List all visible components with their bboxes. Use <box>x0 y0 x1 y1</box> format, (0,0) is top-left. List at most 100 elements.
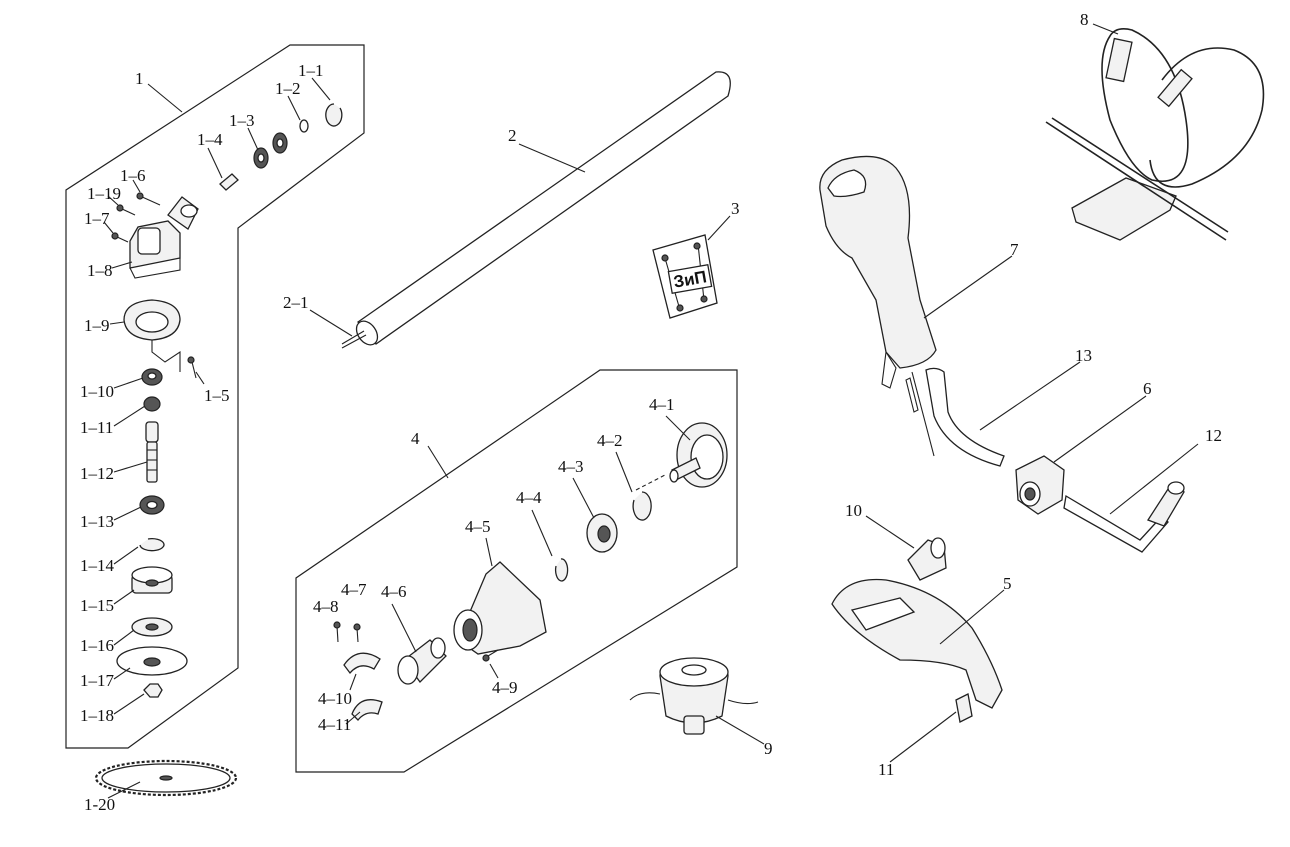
circlip-4-4 <box>554 558 569 582</box>
gearbox-group-outline <box>65 44 365 749</box>
clamp-4-10 <box>343 652 381 675</box>
throttle-cable <box>911 371 935 457</box>
leader-4-6 <box>391 603 417 653</box>
callout-labels: 1 1–1 1–2 1–3 1–4 1–6 1–19 1–7 1–8 1–9 1… <box>80 10 1222 814</box>
screw-4-7-head <box>353 623 361 631</box>
leader-8 <box>1092 23 1119 35</box>
label-4-5: 4–5 <box>465 517 491 536</box>
leader-5 <box>939 589 1005 645</box>
label-1-8: 1–8 <box>87 261 113 280</box>
clutch-axis-line <box>635 474 666 491</box>
saw-blade-1-20 <box>94 759 238 797</box>
leader-1-6 <box>132 179 141 193</box>
leader-1-2 <box>287 95 301 121</box>
adapter-tube-4-6 <box>397 637 447 685</box>
leader-4-1 <box>665 415 691 441</box>
screw-1-6 <box>139 195 161 206</box>
bearing-1-3b-inner <box>257 153 265 163</box>
label-11: 11 <box>878 760 894 779</box>
clutch-assembly-group <box>295 369 738 773</box>
circlip-4-2 <box>632 491 652 521</box>
leader-4-5 <box>485 537 493 567</box>
handle-bar-12 <box>1063 443 1199 553</box>
label-4: 4 <box>411 429 420 448</box>
label-4-9: 4–9 <box>492 678 518 697</box>
bearing-1-3a-inner <box>276 138 284 148</box>
label-2: 2 <box>508 126 517 145</box>
circlip-1-14 <box>139 538 165 552</box>
screw-1-5 <box>191 361 197 379</box>
leader-2 <box>518 143 586 173</box>
leader-1-8 <box>111 261 133 269</box>
leader-12 <box>1109 443 1199 515</box>
label-2-1: 2–1 <box>283 293 309 312</box>
label-1-18: 1–18 <box>80 706 114 725</box>
label-10: 10 <box>845 501 862 520</box>
label-1-9: 1–9 <box>84 316 110 335</box>
label-4-11: 4–11 <box>318 715 351 734</box>
handle-clamp-6 <box>1015 395 1147 515</box>
ring-1-2 <box>299 119 309 133</box>
label-12: 12 <box>1205 426 1222 445</box>
label-9: 9 <box>764 739 773 758</box>
leader-1-7 <box>103 221 114 234</box>
nut-1-18 <box>143 683 163 698</box>
kit-badge <box>667 263 713 295</box>
loop-handle-13 <box>925 361 1081 467</box>
label-4-3: 4–3 <box>558 457 584 476</box>
bearing-1-10-inner <box>147 372 157 380</box>
label-4-4: 4–4 <box>516 488 542 507</box>
label-1-13: 1–13 <box>80 512 114 531</box>
leader-1-20 <box>107 781 141 799</box>
screw-1-6-head <box>136 192 144 200</box>
collar-1-15 <box>131 566 173 594</box>
label-6: 6 <box>1143 379 1152 398</box>
leader-1-11 <box>113 405 146 427</box>
label-7: 7 <box>1010 240 1019 259</box>
label-1-19: 1–19 <box>87 184 121 203</box>
bearing-4-3-inner <box>597 525 611 543</box>
pinion-gear-1-4 <box>219 173 239 191</box>
cover-1-9 <box>123 299 181 341</box>
gearbox-assembly-group <box>65 44 365 799</box>
label-4-1: 4–1 <box>649 395 675 414</box>
leader-1-19 <box>107 195 119 206</box>
spindle-shaft-1-12 <box>145 421 159 483</box>
label-1-14: 1–14 <box>80 556 115 575</box>
leader-1-4 <box>207 147 223 179</box>
label-1-12: 1–12 <box>80 464 114 483</box>
trimmer-line-left <box>629 692 661 701</box>
label-5: 5 <box>1003 574 1012 593</box>
label-8: 8 <box>1080 10 1089 29</box>
spare-parts-kit-3: ЗиП <box>652 215 731 319</box>
leader-7 <box>923 255 1013 319</box>
shaft-2-1-wire <box>341 334 367 349</box>
leader-1-15 <box>113 589 135 605</box>
label-1-6: 1–6 <box>120 166 146 185</box>
shoulder-strap-8 <box>1045 23 1265 241</box>
bearing-1-13-inner <box>146 500 158 510</box>
clamp-4-11 <box>351 699 383 721</box>
gear-housing-1-8 <box>129 196 199 279</box>
leader-4-3 <box>572 477 595 519</box>
leader-1-12 <box>113 461 148 473</box>
leader-11 <box>889 711 957 763</box>
leader-6 <box>1053 395 1147 463</box>
cup-washer-1-17-hub <box>143 657 161 667</box>
leader-4-2 <box>615 451 633 493</box>
grass-guard-5 <box>831 578 1005 709</box>
label-3: 3 <box>731 199 740 218</box>
clutch-group-outline <box>295 369 738 773</box>
washer-1-16-hole <box>145 623 159 631</box>
screw-4-9 <box>487 649 499 657</box>
leader-4-10 <box>349 673 357 691</box>
leader-2-1 <box>309 309 353 337</box>
leader-1-3 <box>247 127 259 151</box>
label-1-15: 1–15 <box>80 596 114 615</box>
label-1-20: 1-20 <box>84 795 115 814</box>
guard-bracket-10 <box>865 515 947 581</box>
bushing-1-11 <box>143 396 161 412</box>
screw-1-7-head <box>111 232 119 240</box>
leader-1-10 <box>113 377 144 389</box>
